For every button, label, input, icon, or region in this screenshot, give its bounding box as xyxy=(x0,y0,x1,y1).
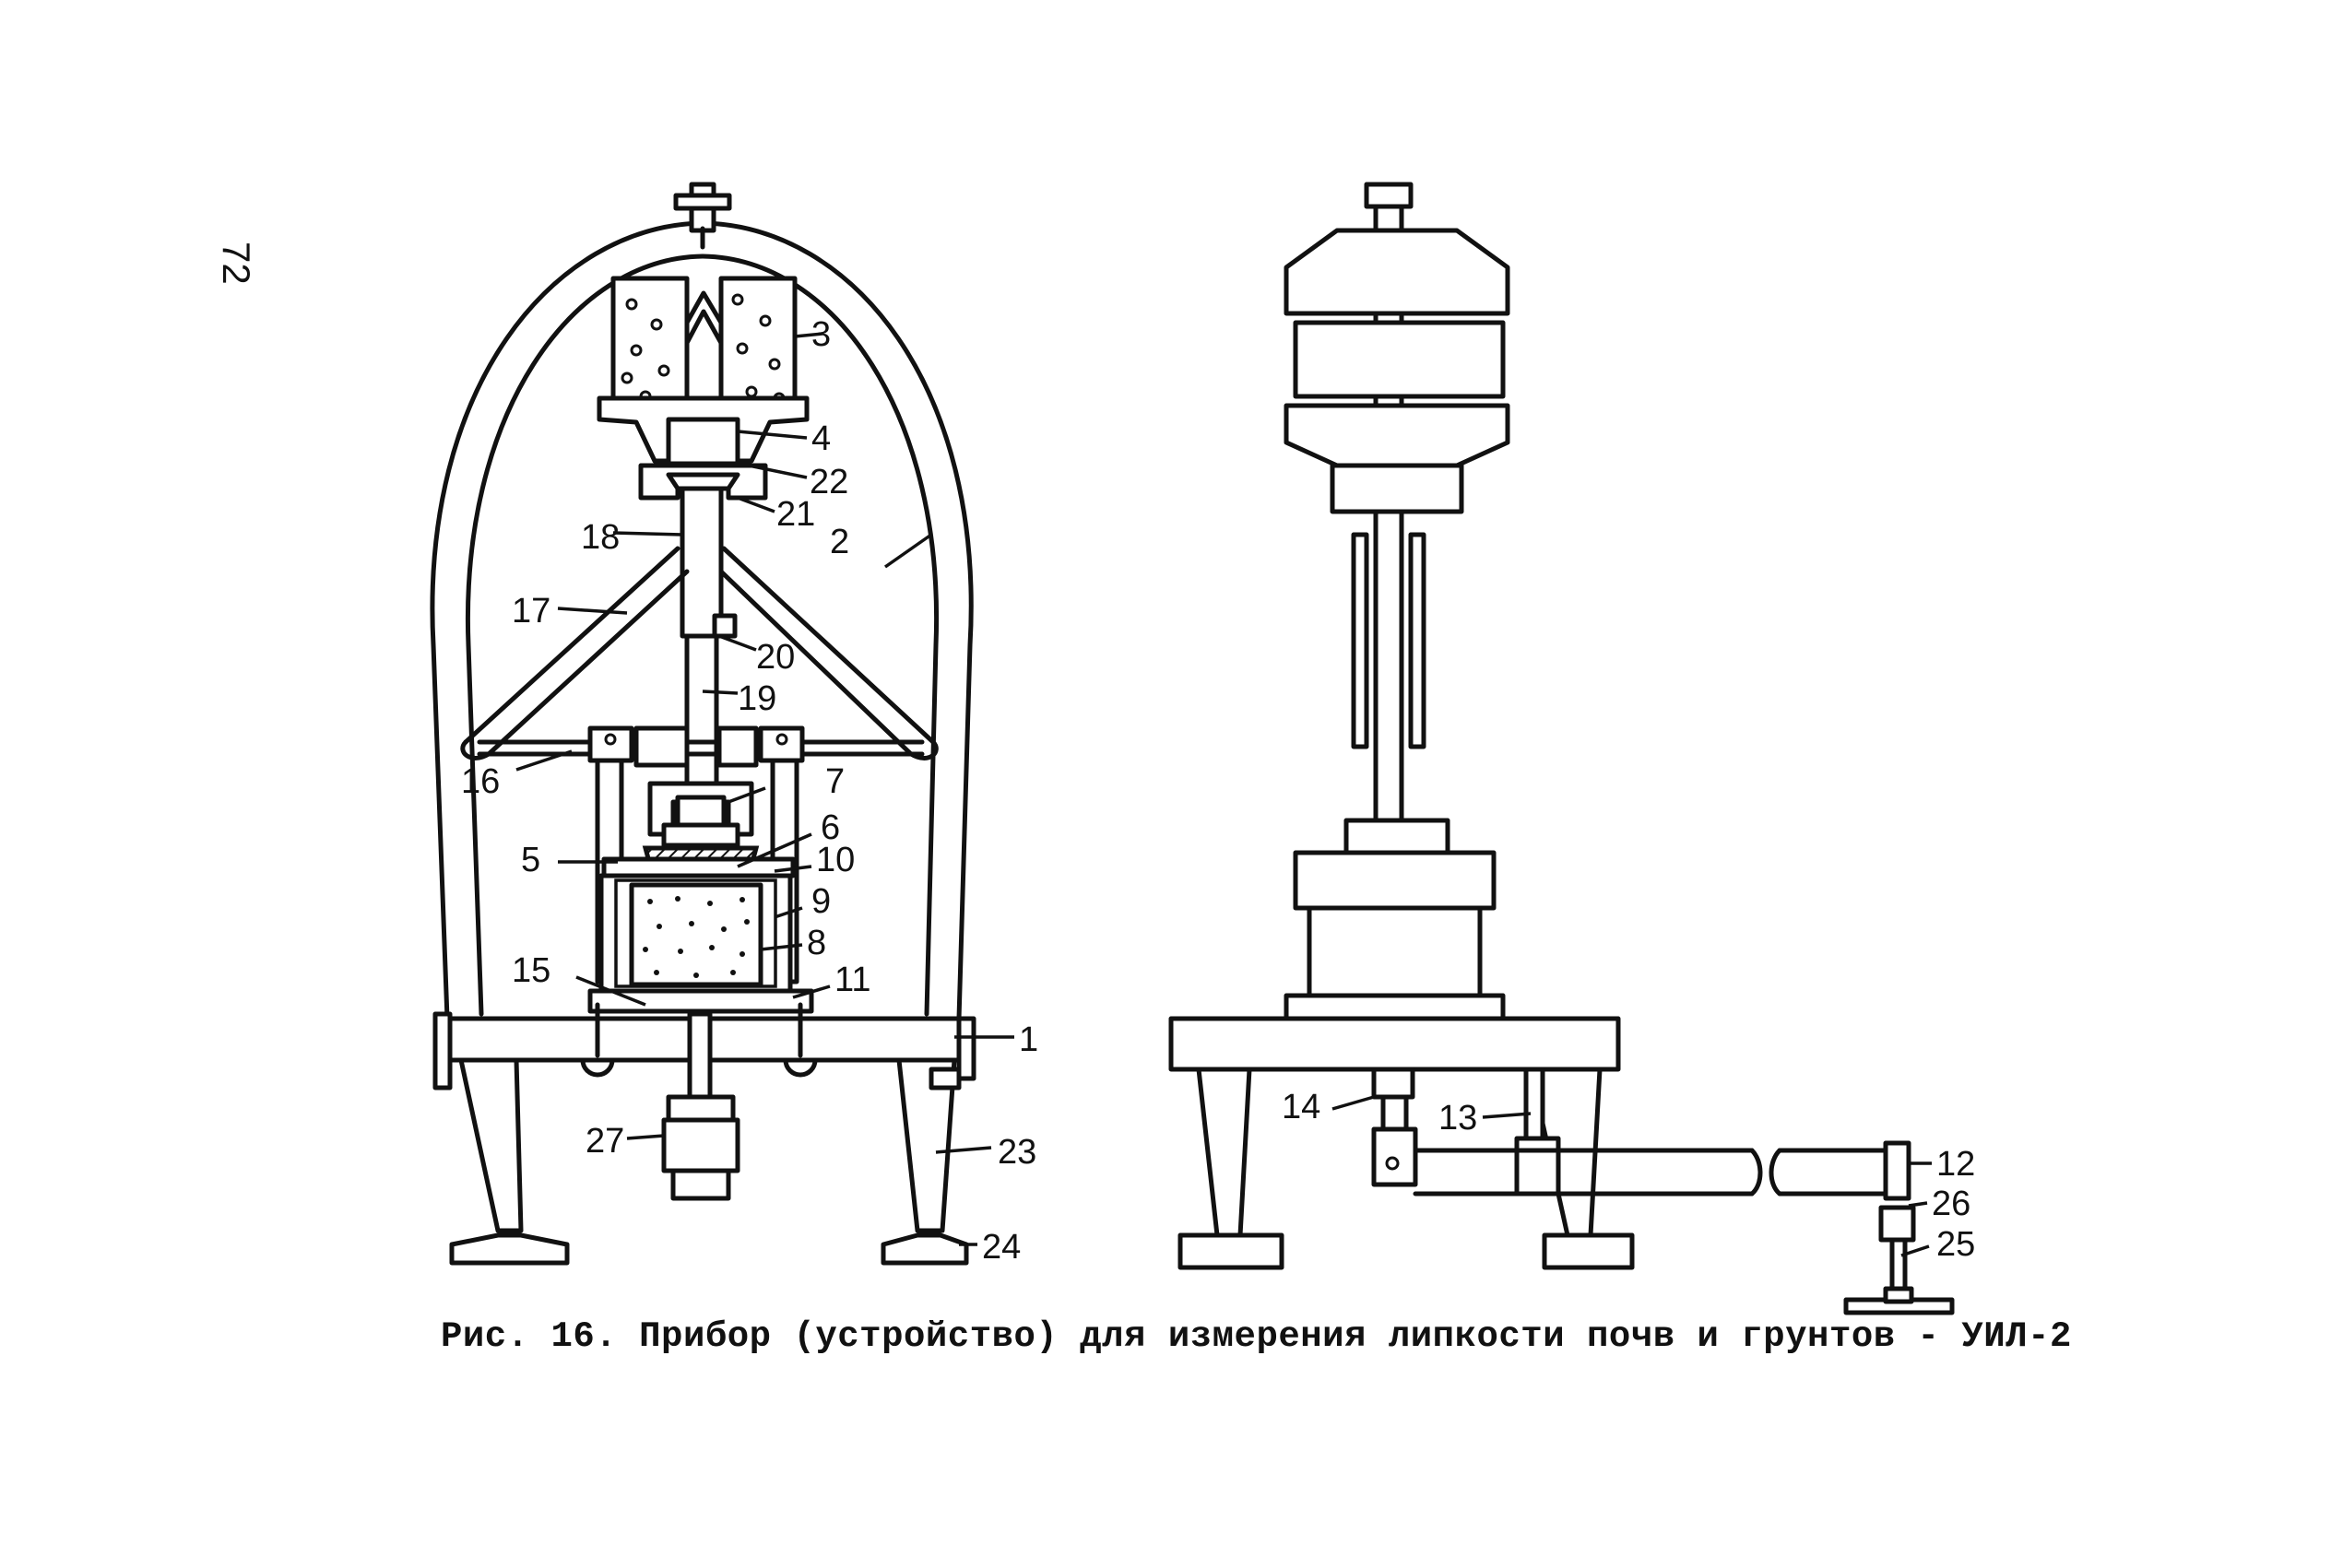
clamp-20 xyxy=(712,613,738,639)
callout-labels: 1 2 3 4 5 6 7 8 9 10 11 15 16 17 18 19 2… xyxy=(461,315,1975,1267)
leg-left xyxy=(458,1057,524,1233)
label-7: 7 xyxy=(825,762,845,801)
strut-right xyxy=(721,546,936,745)
label-2: 2 xyxy=(830,523,849,561)
strut-left xyxy=(463,546,680,745)
leg-right-view-1 xyxy=(1196,1067,1252,1238)
base-table xyxy=(1168,1016,1621,1072)
label-16: 16 xyxy=(461,762,500,801)
rod-27 xyxy=(687,1011,713,1100)
label-10: 10 xyxy=(816,841,855,879)
label-3: 3 xyxy=(811,315,831,354)
label-9: 9 xyxy=(811,882,831,921)
weight-middle xyxy=(1293,320,1506,399)
label-4: 4 xyxy=(811,419,831,458)
piece-12 xyxy=(1883,1140,1911,1201)
label-18: 18 xyxy=(581,518,620,557)
foot-right xyxy=(881,1232,969,1266)
soil-sample-8 xyxy=(629,882,763,987)
label-19: 19 xyxy=(738,679,776,718)
weight-dots xyxy=(621,293,786,405)
foot-left xyxy=(449,1232,570,1266)
page-number: 72 xyxy=(215,242,258,285)
post-13 xyxy=(1523,1067,1545,1141)
label-26: 26 xyxy=(1932,1185,1970,1223)
label-11: 11 xyxy=(834,961,870,999)
label-12: 12 xyxy=(1936,1145,1975,1184)
label-27: 27 xyxy=(586,1122,624,1161)
label-24: 24 xyxy=(982,1228,1021,1267)
plate-5 xyxy=(601,856,796,878)
weight-top xyxy=(1284,228,1510,316)
cylinder xyxy=(1307,905,1483,998)
label-23: 23 xyxy=(998,1133,1036,1172)
leg-right xyxy=(896,1057,957,1233)
rod-19 xyxy=(684,633,719,796)
right-view xyxy=(1168,182,1955,1315)
label-6: 6 xyxy=(821,808,840,847)
label-20: 20 xyxy=(756,638,795,677)
piece-26 xyxy=(1878,1205,1916,1243)
plate-15 xyxy=(587,988,814,1014)
label-22: 22 xyxy=(810,463,848,501)
label-21: 21 xyxy=(776,495,815,534)
left-view xyxy=(430,182,1014,1266)
pipe xyxy=(1413,1148,1755,1197)
label-5: 5 xyxy=(521,841,540,879)
label-8: 8 xyxy=(807,924,826,962)
leader-lines-right xyxy=(1331,1095,1932,1257)
spring-14 xyxy=(1371,1067,1415,1100)
label-1: 1 xyxy=(1019,1020,1038,1059)
rod-18 xyxy=(680,486,724,639)
figure-caption: Рис. 16. Прибор (устройство) для измерен… xyxy=(441,1316,2072,1357)
label-25: 25 xyxy=(1936,1225,1975,1264)
soil-dots xyxy=(643,896,750,978)
weight-bottom xyxy=(1284,403,1510,468)
label-17: 17 xyxy=(512,592,550,631)
arch-frame-inner xyxy=(465,253,940,1017)
label-15: 15 xyxy=(512,951,550,990)
label-14: 14 xyxy=(1282,1088,1320,1126)
cylinder-top xyxy=(1293,850,1497,911)
label-13: 13 xyxy=(1438,1099,1477,1138)
leader-lines-left xyxy=(515,332,1014,1246)
